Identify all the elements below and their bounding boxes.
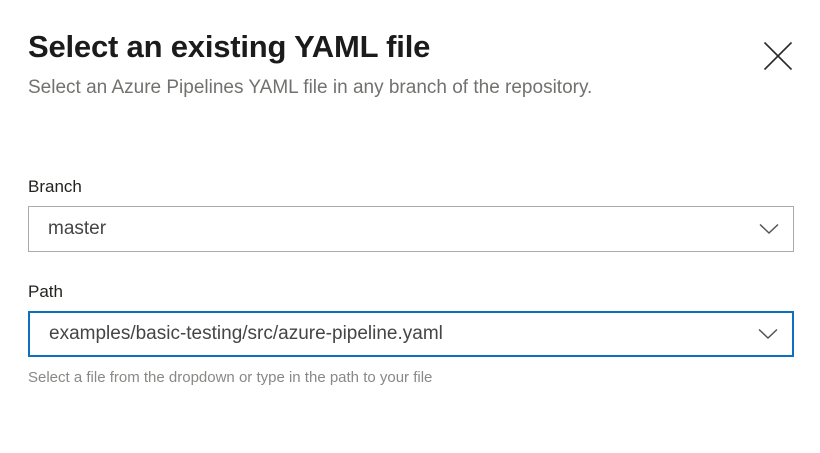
close-button[interactable] bbox=[752, 30, 804, 82]
path-field: Path examples/basic-testing/src/azure-pi… bbox=[28, 280, 794, 388]
page-title: Select an existing YAML file bbox=[28, 29, 431, 64]
branch-field: Branch master bbox=[28, 175, 794, 252]
branch-combobox[interactable]: master bbox=[28, 206, 794, 252]
yaml-file-form: Branch master Path examples/basic-testin… bbox=[28, 175, 794, 388]
path-hint-text: Select a file from the dropdown or type … bbox=[28, 369, 433, 386]
path-label: Path bbox=[28, 282, 63, 301]
path-combobox[interactable]: examples/basic-testing/src/azure-pipelin… bbox=[28, 311, 794, 357]
close-icon bbox=[763, 41, 793, 71]
chevron-down-icon bbox=[757, 327, 779, 341]
dialog-header: Select an existing YAML file Select an A… bbox=[28, 28, 740, 103]
dialog-subtitle: Select an Azure Pipelines YAML file in a… bbox=[28, 77, 593, 98]
chevron-down-icon bbox=[758, 222, 780, 236]
branch-dropdown-toggle[interactable] bbox=[745, 207, 793, 251]
path-value[interactable]: examples/basic-testing/src/azure-pipelin… bbox=[49, 323, 443, 344]
path-dropdown-toggle[interactable] bbox=[744, 313, 792, 355]
branch-label: Branch bbox=[28, 177, 82, 196]
branch-value[interactable]: master bbox=[48, 218, 107, 239]
